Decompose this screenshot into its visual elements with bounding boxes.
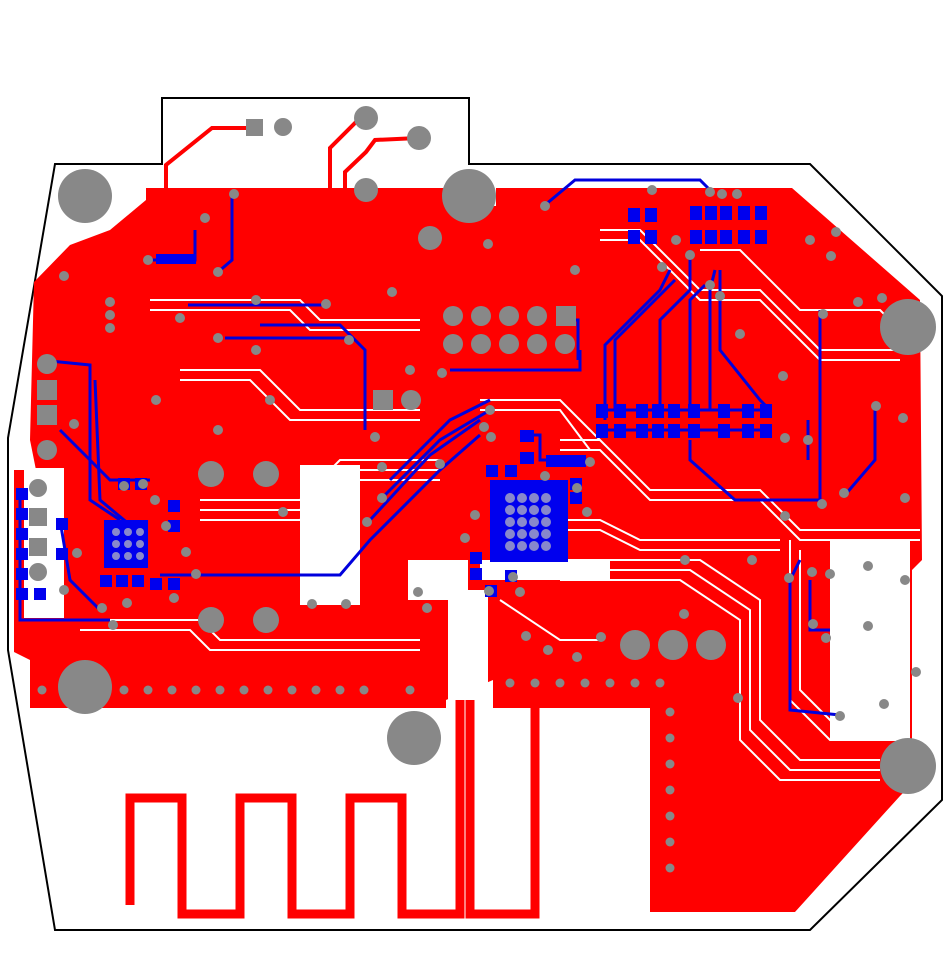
through-hole-pads [29, 106, 726, 660]
via-stitching [37, 678, 675, 873]
top-traces-clearance [80, 150, 920, 781]
pcb-antenna [125, 700, 465, 919]
mounting-holes [58, 169, 936, 794]
antenna-feed [465, 700, 540, 919]
bottom-pads [16, 206, 772, 600]
signal-vias [59, 185, 921, 721]
main-qfn-chip [490, 480, 568, 562]
secondary-qfn-chip [104, 520, 148, 568]
bottom-traces [18, 178, 877, 717]
